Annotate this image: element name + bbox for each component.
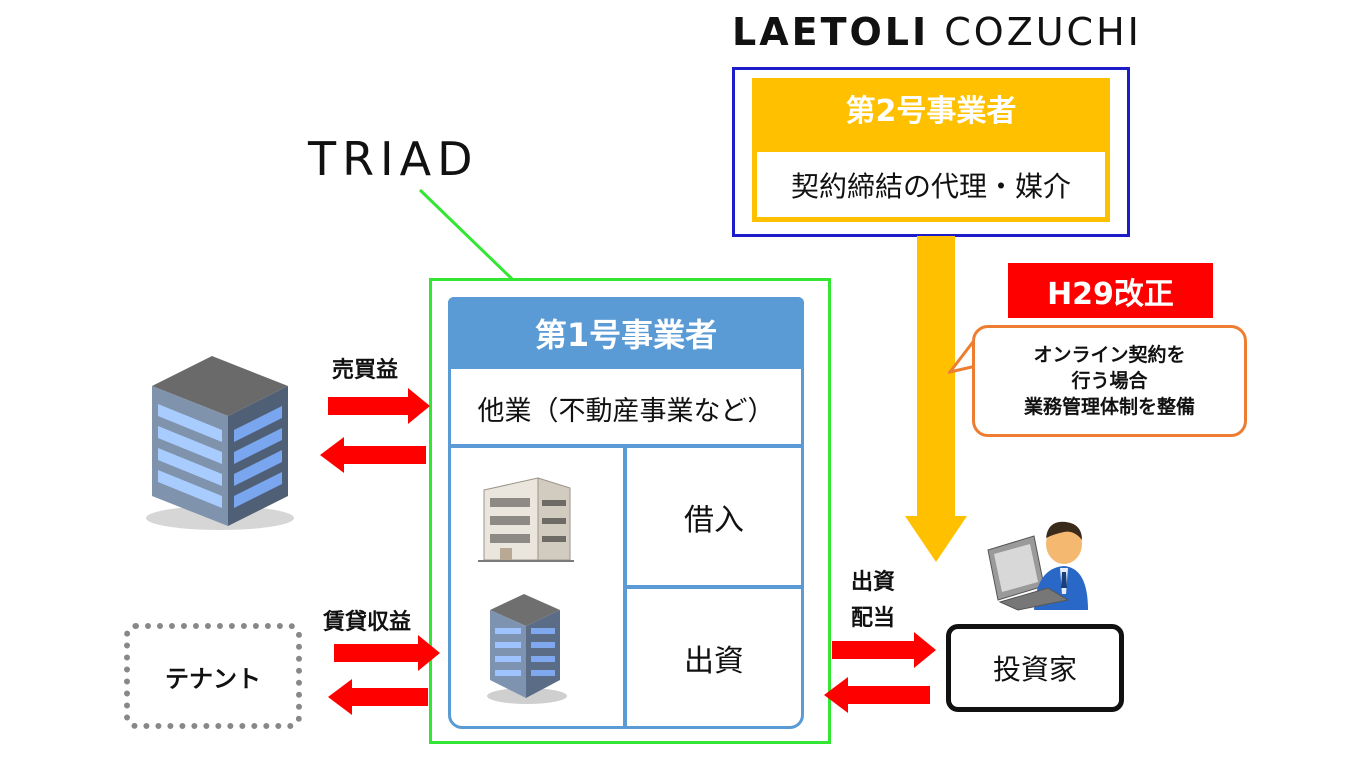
arrow-left-sale [320, 437, 426, 473]
arrow-right-investor [832, 632, 936, 668]
arrow-left-investor [824, 677, 930, 713]
arrow-left-rent [328, 679, 428, 715]
tenant-box: テナント [124, 623, 302, 729]
investor-box: 投資家 [946, 624, 1124, 712]
arrow-right-rent [334, 635, 440, 671]
arrow-right-sale [328, 388, 430, 424]
